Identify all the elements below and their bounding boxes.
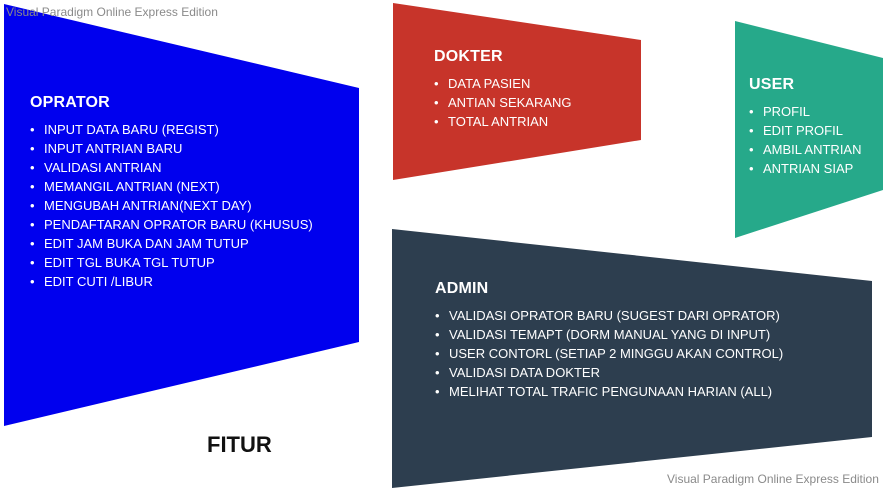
list-item: DATA PASIEN [434,74,572,93]
list-item: VALIDASI ANTRIAN [30,158,313,177]
list-item: TOTAL ANTRIAN [434,112,572,131]
list-item: MENGUBAH ANTRIAN(NEXT DAY) [30,196,313,215]
list-item: VALIDASI TEMAPT (DORM MANUAL YANG DI INP… [435,325,783,344]
watermark-bottom: Visual Paradigm Online Express Edition [667,472,879,486]
user-panel: USER PROFILEDIT PROFILAMBIL ANTRIANANTRI… [749,76,861,178]
admin-panel: ADMIN VALIDASI OPRATOR BARU (SUGEST DARI… [435,280,783,401]
list-item: EDIT JAM BUKA DAN JAM TUTUP [30,234,313,253]
oprator-title: OPRATOR [30,94,110,111]
admin-title: ADMIN [435,280,489,297]
watermark-top: Visual Paradigm Online Express Edition [6,5,218,19]
list-item: EDIT TGL BUKA TGL TUTUP [30,253,313,272]
admin-list: VALIDASI OPRATOR BARU (SUGEST DARI OPRAT… [435,306,783,401]
list-item: USER CONTORL (SETIAP 2 MINGGU AKAN CONTR… [435,344,783,363]
user-title: USER [749,76,795,93]
fitur-title: FITUR [207,432,272,457]
dokter-panel: DOKTER DATA PASIENANTIAN SEKARANGTOTAL A… [434,48,572,131]
list-item: INPUT ANTRIAN BARU [30,139,313,158]
list-item: PROFIL [749,102,861,121]
dokter-list: DATA PASIENANTIAN SEKARANGTOTAL ANTRIAN [434,74,572,131]
list-item: INPUT DATA BARU (REGIST) [30,120,313,139]
list-item: VALIDASI DATA DOKTER [435,363,783,382]
list-item: EDIT CUTI /LIBUR [30,272,313,291]
list-item: ANTRIAN SIAP [749,159,861,178]
list-item: MELIHAT TOTAL TRAFIC PENGUNAAN HARIAN (A… [435,382,783,401]
list-item: EDIT PROFIL [749,121,861,140]
oprator-panel: OPRATOR INPUT DATA BARU (REGIST)INPUT AN… [30,94,313,291]
dokter-title: DOKTER [434,48,503,65]
list-item: VALIDASI OPRATOR BARU (SUGEST DARI OPRAT… [435,306,783,325]
list-item: AMBIL ANTRIAN [749,140,861,159]
oprator-list: INPUT DATA BARU (REGIST)INPUT ANTRIAN BA… [30,120,313,291]
list-item: PENDAFTARAN OPRATOR BARU (KHUSUS) [30,215,313,234]
list-item: ANTIAN SEKARANG [434,93,572,112]
list-item: MEMANGIL ANTRIAN (NEXT) [30,177,313,196]
user-list: PROFILEDIT PROFILAMBIL ANTRIANANTRIAN SI… [749,102,861,178]
